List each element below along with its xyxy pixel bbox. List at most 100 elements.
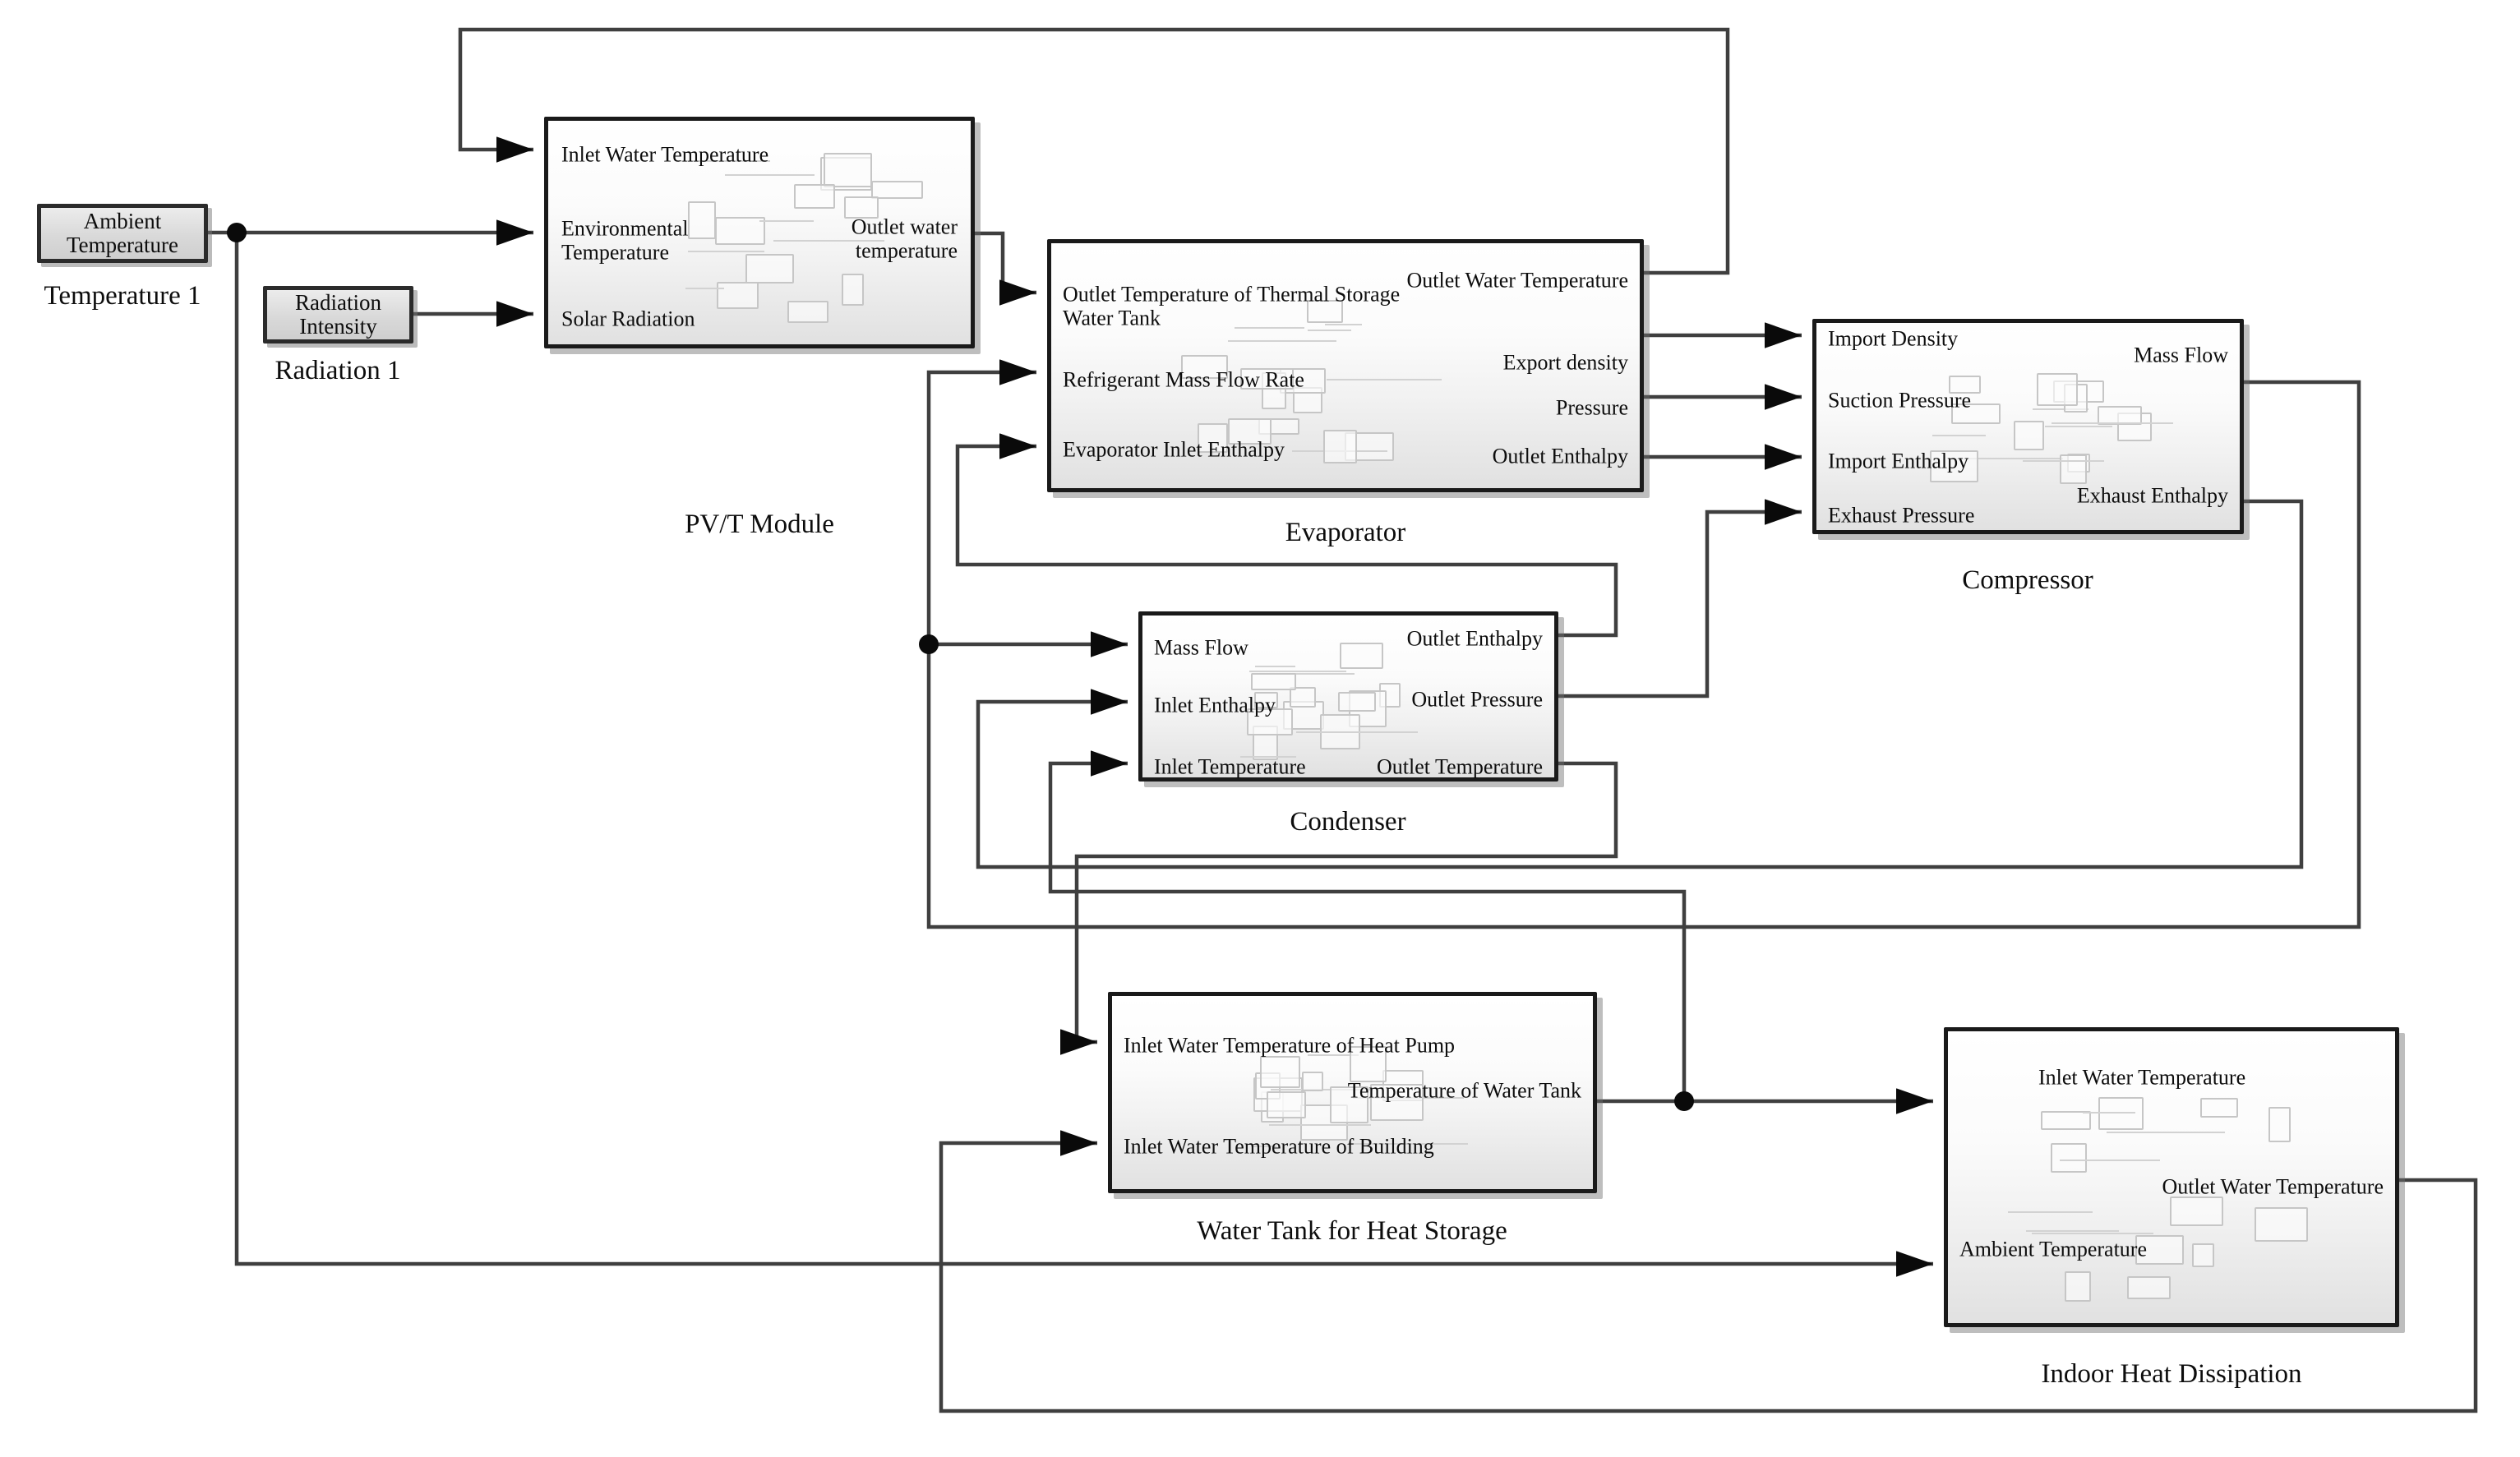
wire-indoor-out-to-tank[interactable]	[939, 1130, 2478, 1413]
block-indoor-heat-dissipation[interactable]: Inlet Water Temperature Ambient Temperat…	[1944, 1027, 2399, 1327]
subsystem-preview-line	[1308, 329, 1352, 331]
block-caption-compressor: Compressor	[1962, 565, 2093, 595]
subsystem-preview-shape	[1239, 367, 1294, 390]
subsystem-preview-shape	[2036, 373, 2078, 407]
block-caption-condenser: Condenser	[1290, 807, 1406, 837]
junction-dot	[1674, 1091, 1694, 1111]
subsystem-preview-shape	[1227, 418, 1272, 445]
block-caption-pvt-module: PV/T Module	[685, 509, 834, 539]
wire-compr-enthalpy-to-condenser[interactable]	[976, 499, 2304, 869]
subsystem-preview-line	[2106, 1131, 2225, 1133]
port-label-input: Environmental Temperature	[561, 216, 689, 264]
subsystem-preview-line	[1250, 1146, 1277, 1148]
subsystem-preview-line	[1351, 1143, 1469, 1146]
block-compressor[interactable]: Import Density Suction Pressure Import E…	[1812, 319, 2244, 534]
port-label-input: Suction Pressure	[1828, 388, 1972, 413]
subsystem-preview-shape	[871, 181, 923, 200]
subsystem-preview-shape	[1330, 1086, 1369, 1124]
subsystem-preview-line	[2025, 1230, 2119, 1233]
subsystem-preview-shape	[2191, 1243, 2215, 1267]
port-label-input: Inlet Enthalpy	[1154, 693, 1276, 717]
subsystem-preview-shape	[2199, 1097, 2239, 1118]
wire-cond-pressure-to-compr[interactable]	[1558, 499, 1802, 699]
port-label-input: Evaporator Inlet Enthalpy	[1063, 437, 1285, 462]
subsystem-preview-line	[1295, 731, 1418, 734]
subsystem-preview-shape	[1197, 423, 1229, 453]
block-evaporator[interactable]: Outlet Temperature of Thermal Storage Wa…	[1047, 239, 1644, 492]
port-label-input: Refrigerant Mass Flow Rate	[1063, 367, 1304, 392]
subsystem-preview-line	[2022, 460, 2104, 463]
subsystem-preview-shape	[1250, 672, 1297, 691]
subsystem-preview-shape	[2040, 1111, 2092, 1131]
source-block-radiation-intensity[interactable]: Radiation Intensity	[263, 286, 413, 344]
subsystem-preview-shape	[1322, 430, 1358, 463]
port-label-output: Outlet Enthalpy	[1406, 626, 1543, 651]
port-label-input: Inlet Water Temperature of Building	[1124, 1134, 1434, 1159]
subsystem-preview-shape	[2116, 412, 2152, 441]
block-water-tank[interactable]: Inlet Water Temperature of Heat Pump Inl…	[1108, 992, 1597, 1193]
block-caption-evaporator: Evaporator	[1285, 518, 1406, 547]
subsystem-preview-line	[685, 287, 725, 289]
block-condenser[interactable]: Mass Flow Inlet Enthalpy Inlet Temperatu…	[1138, 611, 1558, 782]
port-label-output: Outlet Pressure	[1411, 687, 1543, 712]
port-label-output: Mass Flow	[2134, 343, 2228, 367]
subsystem-preview-line	[2031, 1233, 2153, 1235]
subsystem-preview-shape	[1930, 450, 1979, 483]
subsystem-preview-line	[1932, 435, 1986, 437]
subsystem-preview-shape	[2098, 405, 2142, 425]
block-caption-indoor-heat-dissipation: Indoor Heat Dissipation	[2041, 1359, 2302, 1389]
subsystem-preview-line	[759, 219, 814, 222]
subsystem-preview-line	[687, 251, 764, 253]
wire-cond-enthalpy-to-evap[interactable]	[955, 433, 1618, 638]
wire-ambient-to-indoor[interactable]	[234, 233, 1933, 1277]
subsystem-preview-line	[1254, 666, 1295, 668]
port-label-input: Import Density	[1828, 326, 1959, 351]
subsystem-preview-line	[2008, 1210, 2093, 1213]
port-label-input: Inlet Temperature	[1154, 754, 1306, 779]
source-block-ambient-temperature[interactable]: Ambient Temperature	[37, 204, 208, 263]
wire-compr-massflow-to-evap[interactable]	[926, 359, 2361, 929]
subsystem-preview-line	[679, 159, 771, 162]
subsystem-preview-shape	[1339, 643, 1384, 669]
port-label-input: Exhaust Pressure	[1828, 503, 1975, 528]
subsystem-preview-shape	[2170, 1196, 2223, 1227]
subsystem-preview-shape	[745, 254, 795, 284]
subsystem-preview-shape	[2268, 1107, 2291, 1143]
subsystem-preview-shape	[1370, 1084, 1424, 1121]
port-label-input: Inlet Water Temperature	[561, 142, 769, 167]
subsystem-preview-line	[2033, 408, 2088, 411]
subsystem-preview-line	[1325, 324, 1362, 326]
port-label-output: Export density	[1502, 350, 1628, 375]
port-label-output: Outlet Water Temperature	[1406, 268, 1628, 293]
subsystem-preview-shape	[1180, 354, 1228, 380]
subsystem-preview-shape	[717, 282, 759, 310]
subsystem-preview-line	[1228, 340, 1336, 343]
block-pvt-module[interactable]: Inlet Water Temperature Environmental Te…	[544, 117, 975, 348]
wire-tank-temp-to-condenser[interactable]	[1048, 750, 1687, 1101]
subsystem-preview-shape	[1254, 691, 1278, 708]
block-caption-temperature-1: Temperature 1	[44, 281, 201, 311]
subsystem-preview-shape	[2050, 1143, 2087, 1173]
subsystem-preview-shape	[2065, 1271, 2091, 1303]
block-caption-water-tank: Water Tank for Heat Storage	[1197, 1216, 1507, 1246]
subsystem-preview-shape	[2014, 420, 2045, 450]
wire-cond-temp-to-tank[interactable]	[1060, 761, 1618, 1055]
subsystem-preview-shape	[1337, 692, 1377, 712]
subsystem-preview-line	[2051, 422, 2173, 425]
port-label-output: Outlet Water Temperature	[2162, 1174, 2384, 1199]
wire-evap-owt-to-pvt-inlet[interactable]	[458, 27, 1730, 275]
subsystem-preview-line	[1259, 670, 1347, 672]
port-label-output: Outlet Enthalpy	[1492, 444, 1628, 468]
subsystem-preview-line	[1240, 756, 1296, 758]
port-label-input: Inlet Water Temperature	[2038, 1065, 2246, 1090]
source-label: Ambient Temperature	[66, 208, 179, 257]
wire-pvt-out-to-evap-in1[interactable]	[975, 231, 1036, 306]
port-label-output: Pressure	[1555, 395, 1628, 420]
subsystem-preview-shape	[2059, 454, 2087, 485]
subsystem-preview-line	[1268, 1123, 1371, 1126]
source-label: Radiation Intensity	[295, 289, 381, 339]
subsystem-preview-shape	[1301, 1071, 1324, 1092]
port-label-input: Solar Radiation	[561, 307, 695, 331]
port-label-input: Outlet Temperature of Thermal Storage Wa…	[1063, 282, 1401, 330]
subsystem-preview-line	[1950, 458, 2064, 460]
